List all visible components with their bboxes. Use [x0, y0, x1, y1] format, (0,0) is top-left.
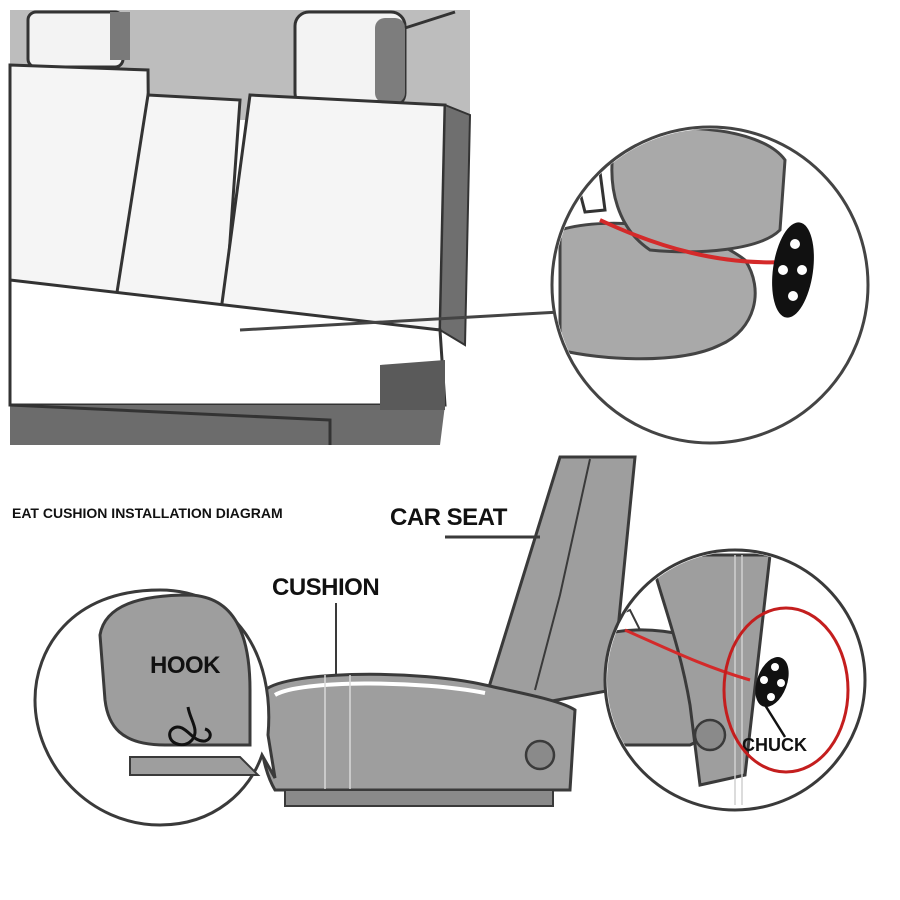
cushion-outline — [273, 681, 486, 697]
seat-base-side — [10, 405, 445, 445]
chuck-label: CHUCK — [742, 735, 807, 755]
rear-seat-illustration — [8, 10, 890, 445]
chuck-leader — [763, 704, 787, 738]
diagram-title: EAT CUSHION INSTALLATION DIAGRAM — [12, 505, 283, 521]
car-seat-label: CAR SEAT — [390, 504, 508, 531]
bottom-illustration: EAT CUSHION INSTALLATION DIAGRAM CAR SEA… — [0, 445, 900, 900]
seat-rail — [284, 789, 554, 807]
chuck-icon-bottom — [755, 657, 789, 707]
backrest-right — [218, 93, 447, 332]
strap — [599, 218, 786, 265]
strap-bottom — [624, 628, 751, 682]
side-view-diagram: EAT CUSHION INSTALLATION DIAGRAM CAR SEA… — [12, 455, 867, 827]
cushion-label: CUSHION — [272, 574, 379, 601]
chuck-icon — [772, 222, 814, 318]
top-illustration — [0, 0, 900, 445]
zoom-cushion-left — [98, 593, 252, 747]
headrest-left — [26, 10, 125, 69]
zoom-backrest — [610, 129, 787, 254]
zoom-pointer — [239, 310, 561, 332]
hook-icon — [168, 706, 212, 747]
chuck-highlight-circle — [722, 606, 850, 774]
car-seat-backrest — [483, 455, 637, 707]
hook-label: HOOK — [150, 652, 221, 679]
